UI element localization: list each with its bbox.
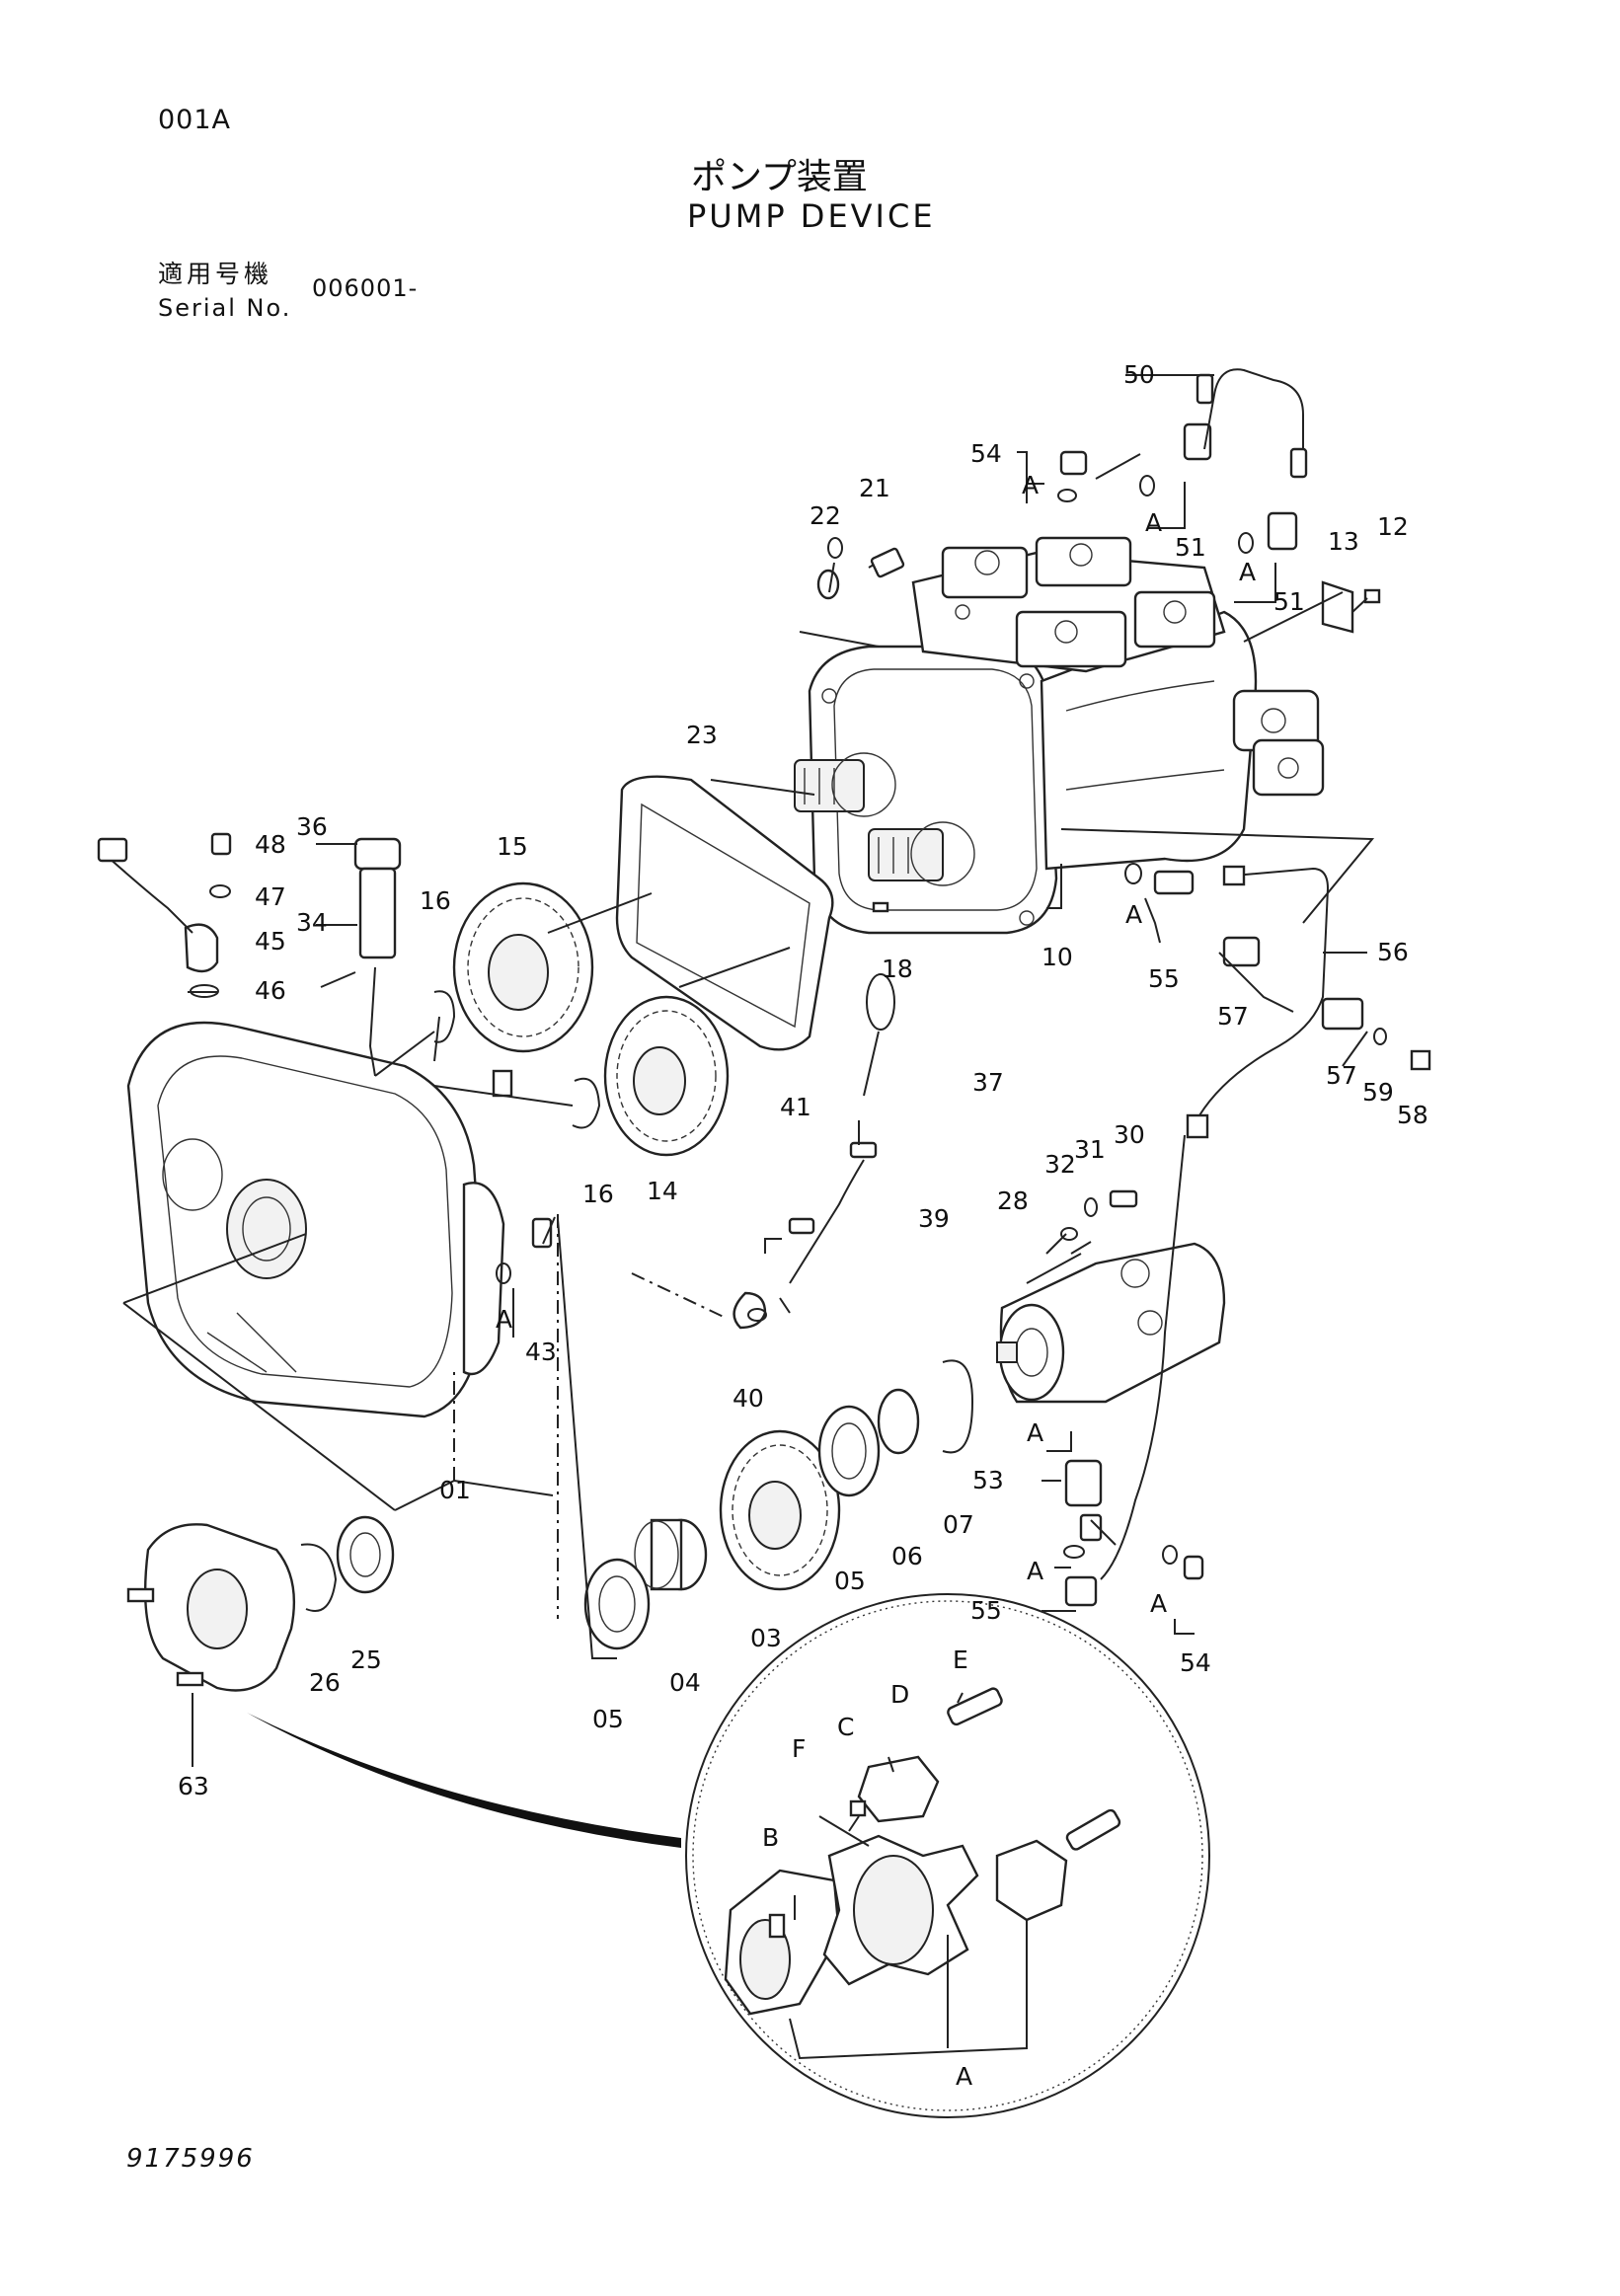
- callout-47: 47: [255, 882, 286, 911]
- callout-34: 34: [296, 908, 328, 937]
- callout-46: 46: [255, 976, 286, 1005]
- ref-mark-a: A: [1022, 471, 1039, 499]
- ref-mark-a: A: [1150, 1589, 1167, 1618]
- callout-36: 36: [296, 812, 328, 841]
- snap-ring-16-upper: [433, 990, 456, 1043]
- callout-15: 15: [497, 832, 528, 861]
- callout-58: 58: [1397, 1101, 1428, 1129]
- ref-mark-a: A: [1145, 508, 1162, 537]
- callout-16-upper: 16: [420, 886, 451, 915]
- pinion-04: [634, 1518, 708, 1591]
- callout-55-lower: 55: [970, 1596, 1002, 1625]
- ref-mark-a: A: [496, 1305, 512, 1334]
- callout-55-upper: 55: [1148, 964, 1180, 993]
- callout-21: 21: [859, 474, 890, 502]
- callout-39: 39: [918, 1204, 950, 1233]
- callout-26: 26: [309, 1668, 341, 1697]
- leader-lines: [122, 374, 1375, 1848]
- callout-14: 14: [647, 1177, 678, 1205]
- detail-label-c: C: [837, 1713, 854, 1741]
- main-pump-assembly: [794, 610, 1325, 935]
- page-code: 001A: [158, 105, 232, 135]
- callout-06: 06: [891, 1542, 923, 1570]
- snap-ring-26: [300, 1543, 338, 1612]
- callout-05-upper: 05: [834, 1567, 866, 1595]
- callout-54-lower: 54: [1180, 1648, 1211, 1677]
- callout-32: 32: [1044, 1150, 1076, 1179]
- callout-45: 45: [255, 927, 286, 956]
- serial-label-japanese: 適用号機: [158, 260, 273, 288]
- callout-40: 40: [733, 1384, 764, 1413]
- callout-57-upper: 57: [1217, 1002, 1249, 1031]
- gear-15: [452, 881, 594, 1053]
- detail-labels: A B C D E F: [762, 1645, 972, 2091]
- detail-label-e: E: [953, 1645, 968, 1674]
- callout-30: 30: [1114, 1120, 1145, 1149]
- detail-label-b: B: [762, 1823, 779, 1852]
- callout-53: 53: [972, 1466, 1004, 1494]
- callout-57-lower: 57: [1326, 1061, 1357, 1090]
- callout-18: 18: [882, 955, 913, 983]
- detail-label-a: A: [956, 2062, 972, 2091]
- callout-07: 07: [943, 1510, 974, 1539]
- detail-label-f: F: [792, 1734, 806, 1763]
- small-parts: [97, 368, 1431, 1607]
- callout-31: 31: [1074, 1135, 1106, 1164]
- oil-seal-25: [336, 1515, 395, 1594]
- gear-03: [719, 1429, 841, 1591]
- pilot-gear-pump: [996, 1242, 1226, 1404]
- callout-03: 03: [750, 1624, 782, 1652]
- snap-ring-07: [942, 1359, 974, 1454]
- gear-14: [603, 995, 730, 1157]
- reference-marks: A A A A A A A A: [496, 471, 1256, 1618]
- callout-22: 22: [810, 501, 841, 530]
- callout-28: 28: [997, 1186, 1029, 1215]
- callout-37: 37: [972, 1068, 1004, 1097]
- callout-04: 04: [669, 1668, 701, 1697]
- detail-label-d: D: [890, 1680, 909, 1709]
- callout-43: 43: [525, 1338, 557, 1366]
- serial-label: Serial No.: [158, 294, 292, 322]
- ref-mark-a: A: [1027, 1557, 1043, 1585]
- callout-12: 12: [1377, 512, 1409, 541]
- gasket-inner: [636, 803, 810, 1029]
- callout-16-lower: 16: [582, 1180, 614, 1208]
- snap-ring-16-lower: [572, 1077, 601, 1129]
- ref-mark-a: A: [1027, 1418, 1043, 1447]
- document-number: 9175996: [126, 2144, 255, 2174]
- callout-25: 25: [350, 1645, 382, 1674]
- callout-41: 41: [780, 1093, 811, 1121]
- ref-mark-a: A: [1125, 900, 1142, 929]
- bearing-05-lower: [583, 1558, 651, 1650]
- callout-10: 10: [1041, 943, 1073, 971]
- callout-63: 63: [178, 1772, 209, 1800]
- coupling-63: [126, 1523, 296, 1692]
- callout-23: 23: [686, 721, 718, 749]
- page-title-japanese: ポンプ装置: [691, 157, 868, 197]
- serial-number: 006001-: [312, 274, 419, 302]
- ref-mark-a: A: [1239, 558, 1256, 586]
- bearing-05-upper: [817, 1405, 881, 1497]
- callout-50: 50: [1123, 360, 1155, 389]
- callout-51-right: 51: [1273, 587, 1305, 616]
- pump-housing: [126, 1021, 505, 1418]
- gasket: [615, 775, 834, 1051]
- callout-56: 56: [1377, 938, 1409, 966]
- callout-51-left: 51: [1175, 533, 1206, 562]
- callout-54-upper: 54: [970, 439, 1002, 468]
- callout-13: 13: [1328, 527, 1359, 556]
- coupling-detail-view: [685, 1593, 1210, 2118]
- page-title: PUMP DEVICE: [687, 197, 936, 235]
- callout-59: 59: [1362, 1078, 1394, 1107]
- callout-labels: 01 03 04 05 05 06 07 10 12 13 14 15 16 1…: [178, 360, 1428, 1800]
- callout-01: 01: [439, 1476, 471, 1504]
- snap-ring-06: [877, 1388, 920, 1455]
- callout-05-lower: 05: [592, 1705, 624, 1733]
- regulator-assembly: [911, 536, 1226, 689]
- callout-48: 48: [255, 830, 286, 859]
